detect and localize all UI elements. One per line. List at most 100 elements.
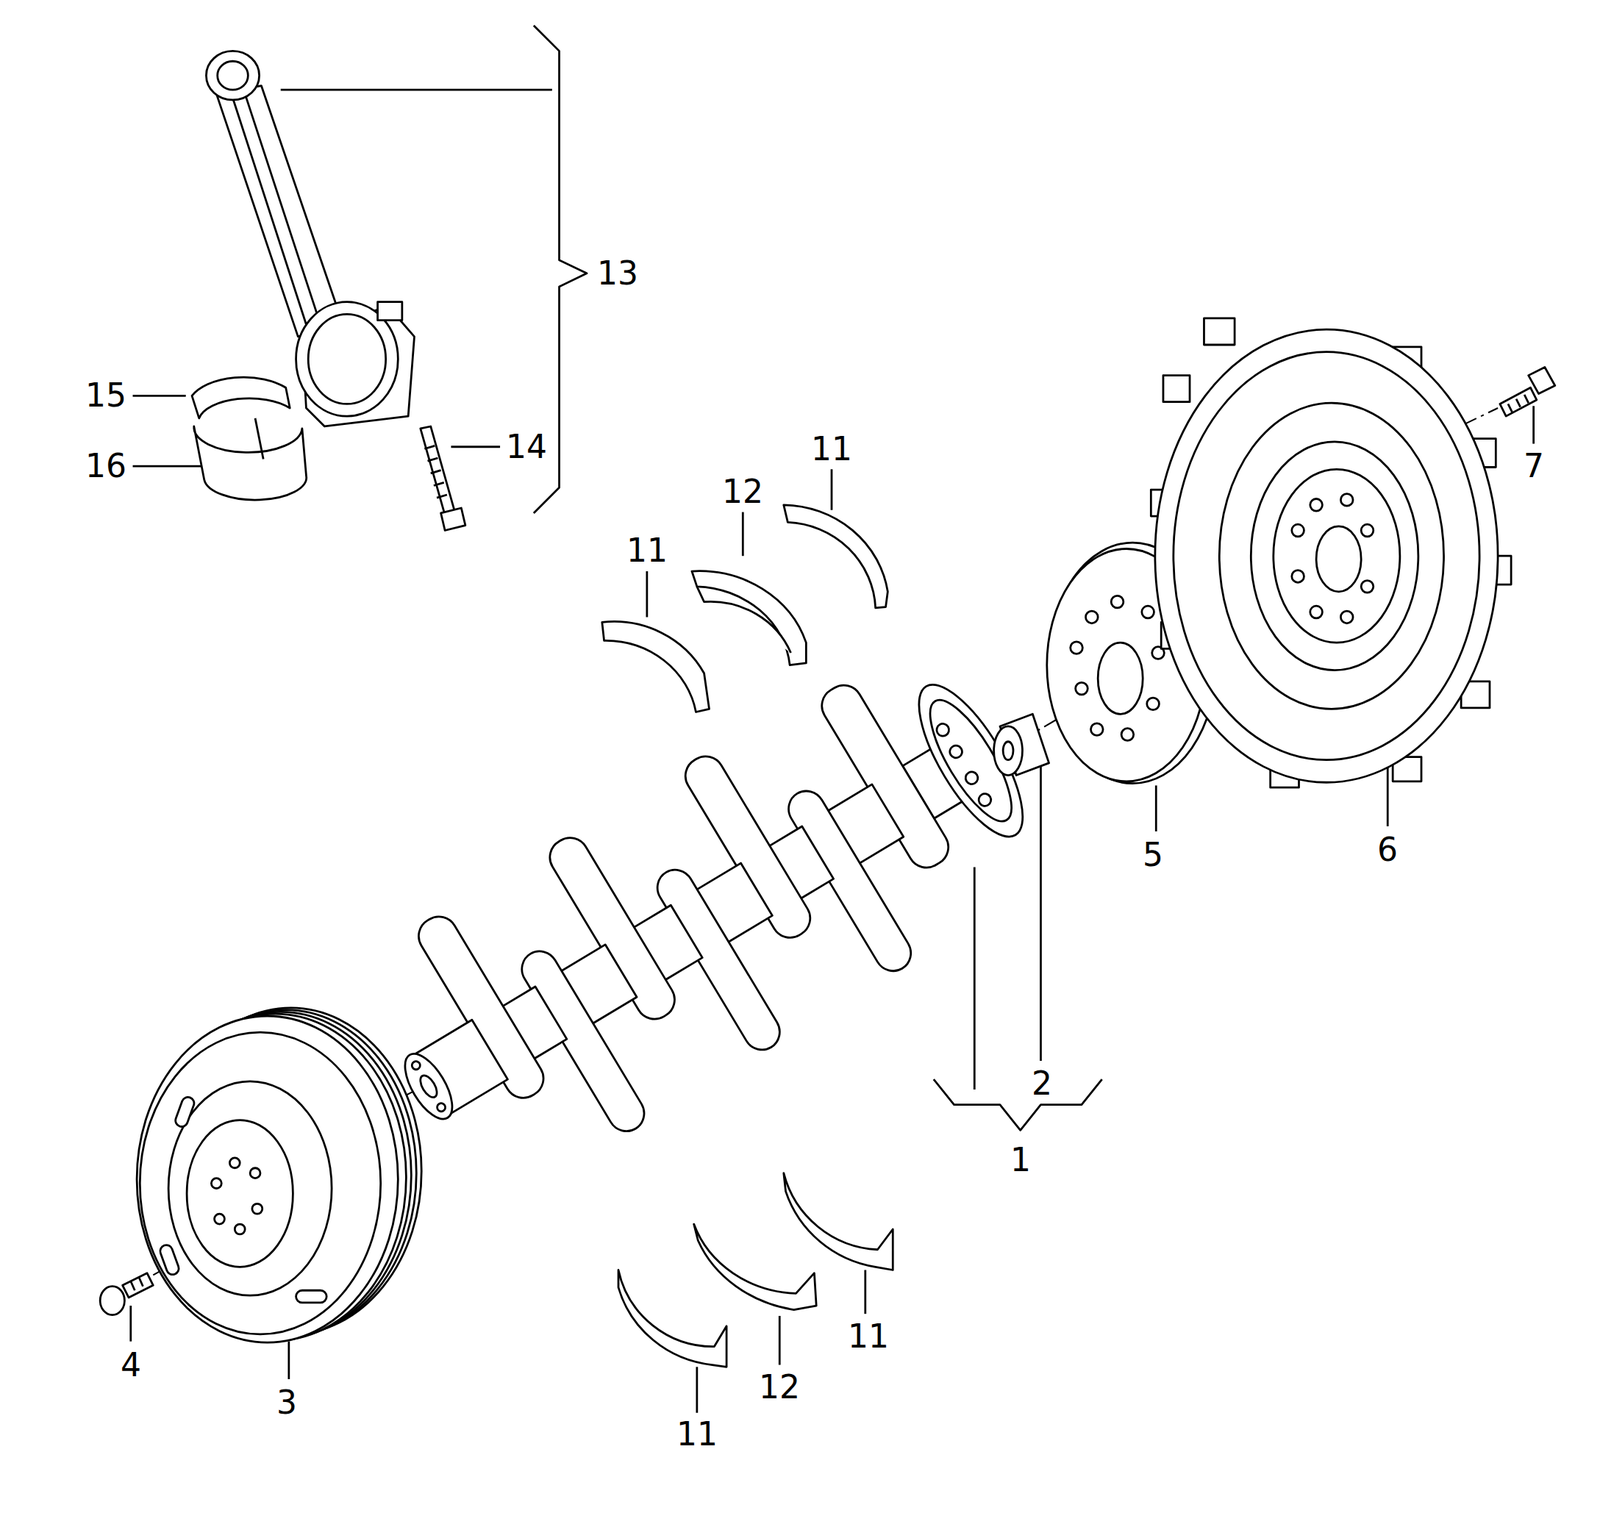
- flywheel: [1361, 580, 1374, 594]
- crankshaft: [916, 689, 1027, 832]
- callout-number: 11: [847, 1320, 889, 1353]
- bolt: [420, 426, 456, 516]
- leader-line: [1532, 405, 1535, 444]
- thrust-washer: [783, 505, 889, 609]
- bolt: [1508, 394, 1529, 413]
- pulley: [214, 1213, 225, 1225]
- leader-line: [863, 1270, 867, 1315]
- connecting-rod: [216, 86, 343, 337]
- bush: [994, 713, 1050, 775]
- bolt: [100, 1286, 125, 1316]
- callout-number: 15: [85, 379, 127, 412]
- leader-line: [133, 465, 210, 468]
- pulley: [136, 1008, 422, 1343]
- bolt: [122, 1273, 154, 1298]
- flywheel: [1155, 329, 1498, 783]
- bolt: [1528, 367, 1556, 395]
- bolt: [1500, 367, 1556, 417]
- leader-line: [133, 394, 187, 398]
- drive-plate: [1147, 697, 1160, 711]
- callout-number: 11: [811, 433, 853, 466]
- flywheel: [1150, 318, 1512, 788]
- crankshaft: [341, 622, 1071, 1218]
- crankshaft: [963, 769, 981, 787]
- pulley: [229, 1158, 240, 1169]
- crankshaft: [976, 791, 994, 809]
- callout-number: 13: [597, 257, 639, 290]
- bolt: [130, 1277, 144, 1291]
- flywheel: [1361, 524, 1374, 537]
- crankshaft: [435, 1102, 447, 1114]
- leader-line: [973, 866, 976, 1089]
- pulley: [136, 1016, 398, 1343]
- leader-line: [450, 445, 500, 448]
- drive-plate: [1090, 723, 1103, 737]
- flywheel: [1291, 524, 1305, 537]
- callout-number: 4: [120, 1349, 142, 1382]
- flywheel: [1340, 611, 1353, 624]
- leader-line: [1155, 785, 1158, 831]
- bush: [994, 726, 1023, 776]
- callout-number: 11: [676, 1418, 718, 1451]
- bush: [1002, 741, 1014, 761]
- connecting-rod: [205, 50, 414, 427]
- drive-plate: [1121, 728, 1134, 742]
- leader-line: [130, 89, 1534, 1414]
- thrust-washer: [694, 1224, 817, 1311]
- flywheel: [1310, 605, 1323, 619]
- crankshaft: [947, 743, 965, 761]
- leader-line: [280, 88, 553, 92]
- leader-line: [741, 512, 745, 557]
- pulley: [234, 1224, 245, 1235]
- callout-number: 5: [1142, 838, 1164, 872]
- thrust-washer: [618, 1270, 727, 1368]
- drive-plate: [1075, 682, 1089, 695]
- leader-line: [287, 1341, 290, 1380]
- pulley: [250, 1168, 261, 1179]
- callout-number: 16: [85, 450, 127, 483]
- flywheel: [1340, 494, 1353, 507]
- connecting-rod: [205, 50, 259, 100]
- flywheel: [1203, 318, 1235, 345]
- pulley: [252, 1203, 263, 1214]
- callout-number: 3: [276, 1386, 298, 1420]
- bearing-shell: [194, 426, 307, 500]
- thrust-washer: [602, 622, 710, 713]
- connecting-rod: [233, 97, 307, 325]
- leader-line: [1039, 757, 1042, 1062]
- thrust-washer: [602, 505, 893, 1367]
- bearing-shell: [191, 377, 290, 419]
- callout-number: 12: [722, 475, 764, 509]
- bolt: [1500, 387, 1537, 417]
- bracket: [933, 1079, 1103, 1131]
- connecting-rod: [244, 94, 319, 319]
- leader-line: [830, 469, 834, 511]
- drive-plate: [1086, 611, 1099, 624]
- leader-line: [645, 571, 648, 617]
- callout-number: 1: [1010, 1144, 1031, 1177]
- crankshaft: [416, 1072, 440, 1100]
- leader-line: [129, 1305, 132, 1342]
- bearing-shell: [191, 377, 307, 500]
- leader-line: [695, 1366, 698, 1413]
- flywheel: [1291, 570, 1305, 584]
- callout-number: 6: [1377, 833, 1398, 867]
- pulley: [296, 1290, 328, 1303]
- pulley: [139, 1032, 381, 1335]
- flywheel: [1250, 441, 1419, 671]
- thrust-washer: [691, 571, 806, 666]
- connecting-rod: [308, 313, 386, 404]
- bolt: [420, 426, 466, 531]
- bearing-shell: [255, 418, 264, 460]
- bolt: [441, 508, 466, 531]
- pulley: [158, 1243, 181, 1277]
- thrust-washer: [697, 586, 792, 653]
- drive-plate: [1111, 595, 1124, 609]
- flywheel: [1163, 375, 1190, 403]
- callout-number: 12: [758, 1371, 800, 1404]
- bolt: [424, 445, 448, 498]
- drive-plate: [1097, 642, 1143, 714]
- callout-number: 2: [1031, 1067, 1053, 1100]
